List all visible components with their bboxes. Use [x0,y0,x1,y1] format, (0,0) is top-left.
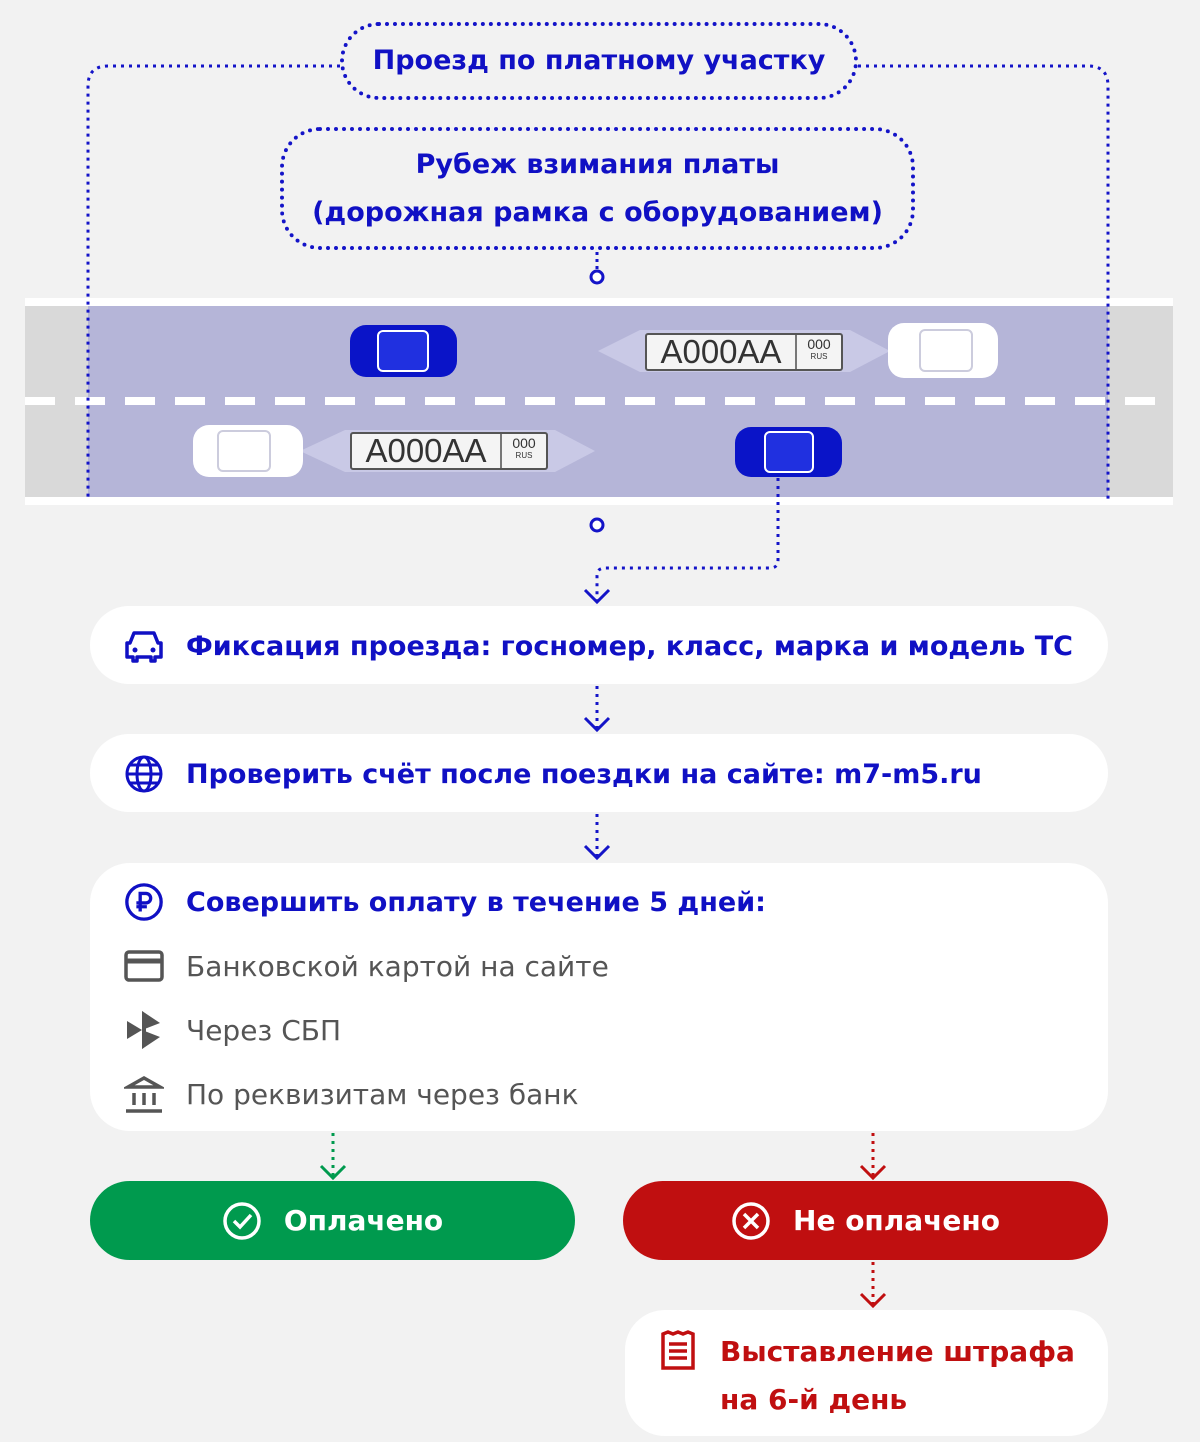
fine-line2: на 6-й день [720,1383,908,1416]
fixation-row: Фиксация проезда: госномер, класс, марка… [124,626,1073,666]
gantry-label: Рубеж взимания платы (дорожная рамка с о… [280,127,915,250]
car-white-top [888,323,998,378]
plate-country: RUS [515,451,533,460]
payment-method: По реквизитам через банк [124,1074,578,1114]
gantry-marker-top [589,269,605,285]
payment-method-text: Банковской картой на сайте [186,949,609,983]
unpaid-label: Не оплачено [793,1204,1000,1237]
fine-box [625,1310,1108,1436]
fine-text: Выставление штрафа на 6-й день [720,1328,1075,1424]
car-white-bottom [193,425,303,477]
step-fixation [90,606,1108,684]
paid-label: Оплачено [283,1204,444,1237]
sbp-icon [124,1010,164,1050]
receipt-icon [658,1330,698,1370]
zone-bracket [86,64,1110,500]
car-blue-top [350,325,457,377]
payment-title-row: Совершить оплату в течение 5 дней: [124,882,766,922]
step-check [90,734,1108,812]
check-text: Проверить счёт после поездки на сайте: m… [186,758,982,790]
car-blue-bottom [735,427,842,477]
plate-number: A000AA [352,434,502,468]
gantry-marker-bottom [589,517,605,533]
bank-icon [124,1074,164,1114]
plate-region: 000 [512,435,536,451]
plate-number: A000AA [647,335,797,369]
fixation-text: Фиксация проезда: госномер, класс, марка… [186,630,1073,662]
check-row: Проверить счёт после поездки на сайте: m… [124,754,982,794]
toll-section-title: Проезд по платному участку [340,22,858,100]
payment-method: Через СБП [124,1010,341,1050]
payment-title: Совершить оплату в течение 5 дней: [186,886,766,918]
title-text: Проезд по платному участку [372,45,826,76]
fine-line1: Выставление штрафа [720,1335,1075,1368]
step-payment [90,863,1108,1131]
plate-country: RUS [810,352,828,361]
plate-region: 000 [807,336,831,352]
car-icon [124,626,164,666]
payment-method: Банковской картой на сайте [124,946,609,986]
unpaid-status: Не оплачено [623,1181,1108,1260]
gantry-line2: (дорожная рамка с оборудованием) [312,196,883,228]
x-circle-icon [731,1201,771,1241]
check-circle-icon [222,1201,262,1241]
globe-icon [124,754,164,794]
gantry-line1: Рубеж взимания платы [415,148,780,180]
ruble-icon [124,882,164,922]
payment-method-text: Через СБП [186,1013,342,1047]
payment-method-text: По реквизитам через банк [186,1077,579,1111]
paid-status: Оплачено [90,1181,575,1260]
card-icon [124,946,164,986]
